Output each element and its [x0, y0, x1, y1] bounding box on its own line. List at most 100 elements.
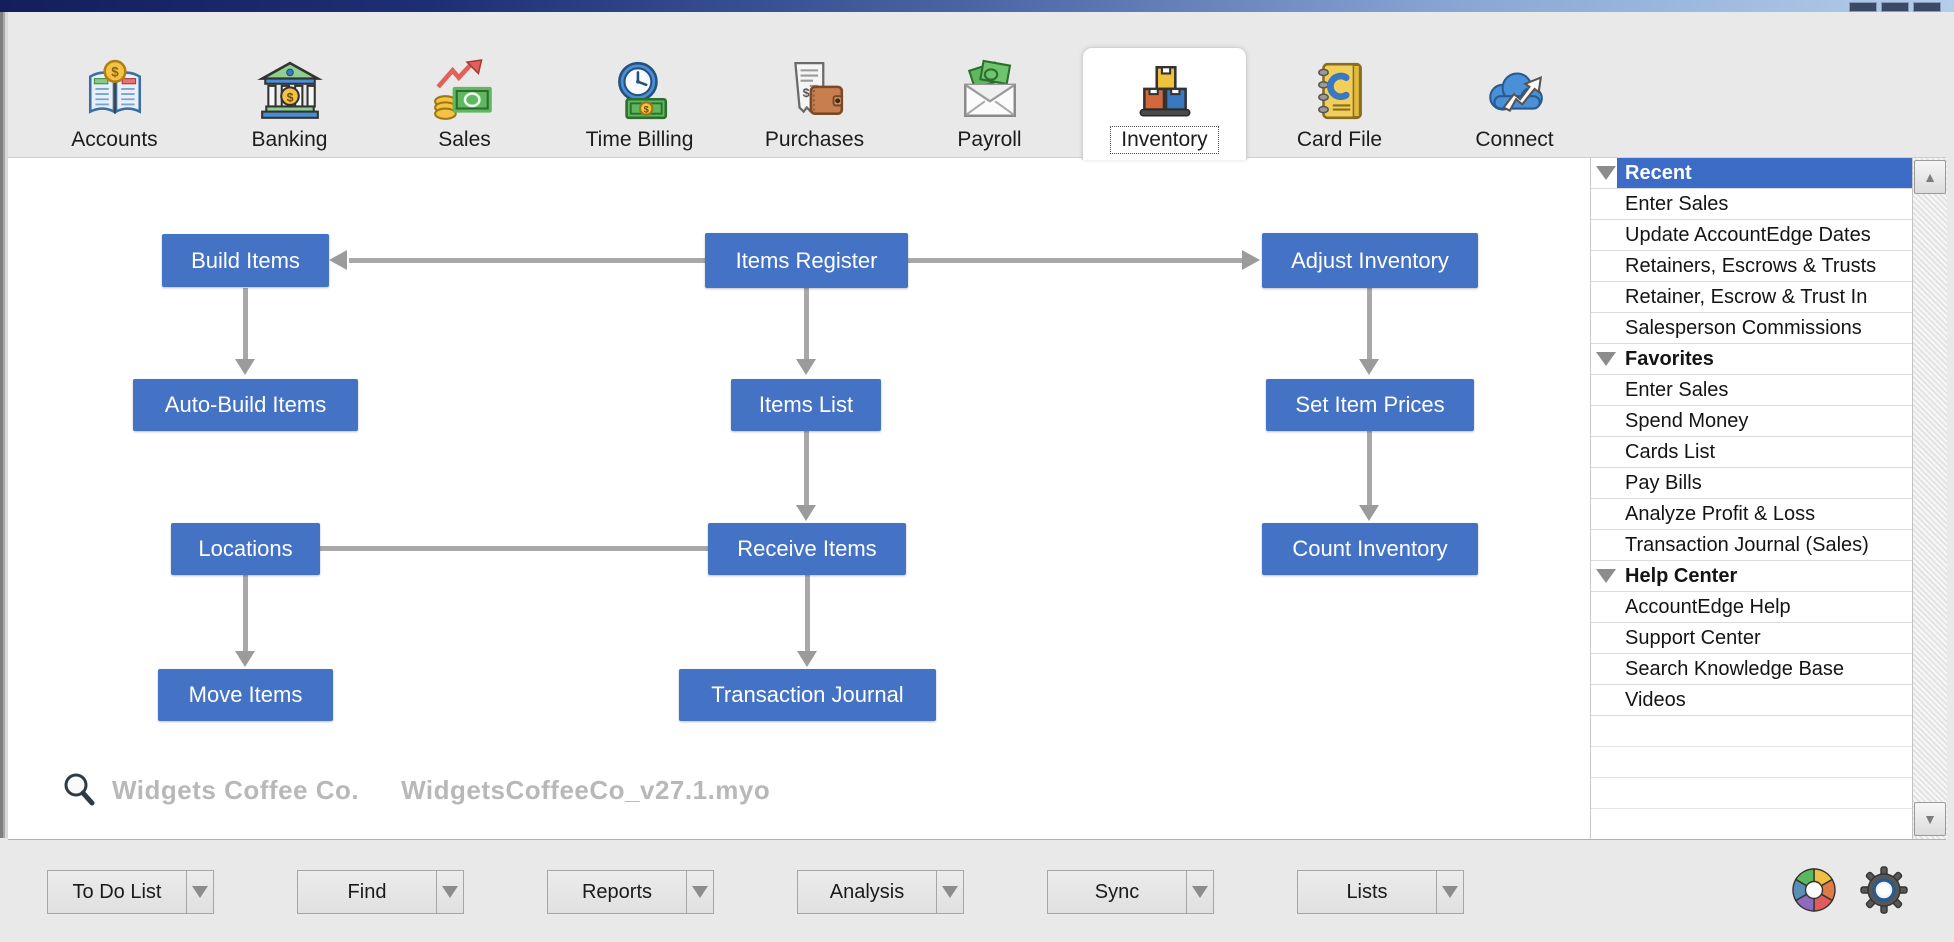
company-file-name: WidgetsCoffeeCo_v27.1.myo: [401, 774, 771, 805]
window-maximize-button[interactable]: [1881, 2, 1909, 12]
node-transaction-journal[interactable]: Transaction Journal: [679, 669, 936, 721]
section-collapse-icon[interactable]: [1596, 166, 1616, 180]
tab-card-file[interactable]: Card File: [1252, 12, 1427, 158]
scroll-down-button[interactable]: ▼: [1914, 802, 1946, 836]
sidebar-scrollbar[interactable]: ▲ ▼: [1912, 158, 1947, 839]
inventory-icon: [1132, 58, 1198, 124]
arrowhead-down-icon: [797, 651, 817, 667]
sidebar-row-label: Analyze Profit & Loss: [1625, 503, 1816, 525]
bottom-dropdown-button: To Do List: [47, 870, 214, 914]
node-locations[interactable]: Locations: [171, 523, 320, 575]
bottom-button-arrow[interactable]: [436, 870, 464, 914]
window-title-bar: [0, 0, 1954, 12]
sidebar-row-label: Retainers, Escrows & Trusts: [1625, 255, 1877, 277]
sidebar-row[interactable]: Analyze Profit & Loss: [1591, 499, 1912, 530]
sidebar-row-label: Retainer, Escrow & Trust In: [1625, 286, 1868, 308]
edge-register-to-adjust: [908, 258, 1242, 263]
sidebar-row-label: Transaction Journal (Sales): [1625, 534, 1869, 556]
tab-purchases[interactable]: $ Purchases: [727, 12, 902, 158]
sidebar-row[interactable]: Enter Sales: [1591, 375, 1912, 406]
tab-sales[interactable]: Sales: [377, 12, 552, 158]
bottom-button-arrow[interactable]: [1186, 870, 1214, 914]
bottom-dropdown-button: Lists: [1297, 870, 1464, 914]
tab-connect[interactable]: Connect: [1427, 12, 1602, 158]
sidebar-row[interactable]: Retainer, Escrow & Trust In: [1591, 282, 1912, 313]
node-items-register[interactable]: Items Register: [705, 233, 908, 288]
window-close-button[interactable]: [1913, 2, 1941, 12]
inventory-command-center: Build Items Items Register Adjust Invent…: [8, 157, 1947, 840]
sidebar-row[interactable]: Cards List: [1591, 437, 1912, 468]
sidebar-row[interactable]: [1591, 747, 1912, 778]
arrowhead-down-icon: [1359, 505, 1379, 521]
scroll-up-button[interactable]: ▲: [1914, 160, 1946, 194]
node-items-list[interactable]: Items List: [731, 379, 881, 431]
sidebar-row[interactable]: Help Center: [1591, 561, 1912, 592]
chevron-down-icon: [192, 886, 208, 898]
sidebar-row[interactable]: [1591, 778, 1912, 809]
node-move-items[interactable]: Move Items: [158, 669, 333, 721]
sidebar-row-label: AccountEdge Help: [1625, 596, 1791, 618]
connect-icon: [1482, 58, 1548, 124]
tab-payroll-label: Payroll: [957, 128, 1022, 151]
node-adjust-inventory[interactable]: Adjust Inventory: [1262, 233, 1478, 288]
sidebar-row-label: Spend Money: [1625, 410, 1749, 432]
tab-accounts[interactable]: $ Accounts: [27, 12, 202, 158]
time-billing-icon: $: [607, 58, 673, 124]
bottom-button-main[interactable]: Sync: [1047, 870, 1187, 914]
sidebar-row[interactable]: Support Center: [1591, 623, 1912, 654]
section-collapse-icon[interactable]: [1596, 352, 1616, 366]
section-collapse-icon[interactable]: [1596, 569, 1616, 583]
sidebar-row-label: Favorites: [1625, 348, 1714, 370]
node-receive-items[interactable]: Receive Items: [708, 523, 906, 575]
edge-receive-to-journal: [805, 575, 810, 651]
bottom-button-main[interactable]: Find: [297, 870, 437, 914]
sidebar-row[interactable]: Retainers, Escrows & Trusts: [1591, 251, 1912, 282]
color-wheel-icon[interactable]: [1790, 866, 1838, 914]
sidebar-row[interactable]: Recent: [1591, 158, 1912, 189]
node-auto-build-items[interactable]: Auto-Build Items: [133, 379, 358, 431]
bottom-button-main[interactable]: Reports: [547, 870, 687, 914]
arrowhead-left-icon: [329, 250, 347, 270]
sidebar-row[interactable]: Videos: [1591, 685, 1912, 716]
sidebar-row[interactable]: Enter Sales: [1591, 189, 1912, 220]
window-left-border: [0, 12, 8, 942]
settings-gear-icon[interactable]: [1860, 866, 1908, 914]
sidebar-row[interactable]: Spend Money: [1591, 406, 1912, 437]
bottom-button-arrow[interactable]: [936, 870, 964, 914]
bottom-button-arrow[interactable]: [186, 870, 214, 914]
sidebar-row[interactable]: Transaction Journal (Sales): [1591, 530, 1912, 561]
arrowhead-down-icon: [235, 651, 255, 667]
bottom-button-arrow[interactable]: [1436, 870, 1464, 914]
node-count-inventory[interactable]: Count Inventory: [1262, 523, 1478, 575]
tab-payroll[interactable]: Payroll: [902, 12, 1077, 158]
bottom-button-main[interactable]: Lists: [1297, 870, 1437, 914]
command-center-toolbar: $ Accounts $: [8, 12, 1954, 160]
sidebar-row-label: Update AccountEdge Dates: [1625, 224, 1871, 246]
chevron-down-icon: [692, 886, 708, 898]
payroll-icon: [957, 58, 1023, 124]
bottom-button-arrow[interactable]: [686, 870, 714, 914]
tab-banking-label: Banking: [251, 128, 328, 151]
tab-inventory[interactable]: Inventory: [1077, 12, 1252, 160]
sidebar-row[interactable]: [1591, 716, 1912, 747]
search-icon[interactable]: [60, 770, 100, 810]
window-minimize-button[interactable]: [1849, 2, 1877, 12]
bottom-button-main[interactable]: Analysis: [797, 870, 937, 914]
sidebar-row[interactable]: Salesperson Commissions: [1591, 313, 1912, 344]
svg-text:$: $: [802, 86, 809, 100]
sidebar-row-label: Videos: [1625, 689, 1686, 711]
sidebar-row[interactable]: Update AccountEdge Dates: [1591, 220, 1912, 251]
node-build-items[interactable]: Build Items: [162, 234, 329, 287]
sidebar-row[interactable]: Pay Bills: [1591, 468, 1912, 499]
company-name: Widgets Coffee Co.: [112, 774, 360, 805]
sidebar-row[interactable]: Favorites: [1591, 344, 1912, 375]
sidebar-row[interactable]: AccountEdge Help: [1591, 592, 1912, 623]
bottom-button-label: Sync: [1094, 880, 1140, 903]
sidebar-row[interactable]: Search Knowledge Base: [1591, 654, 1912, 685]
edge-itemslist-to-receive: [804, 431, 809, 505]
bottom-button-main[interactable]: To Do List: [47, 870, 187, 914]
edge-locations-to-move: [243, 575, 248, 651]
node-set-item-prices[interactable]: Set Item Prices: [1266, 379, 1474, 431]
tab-banking[interactable]: $ Banking: [202, 12, 377, 158]
tab-time-billing[interactable]: $ Time Billing: [552, 12, 727, 158]
